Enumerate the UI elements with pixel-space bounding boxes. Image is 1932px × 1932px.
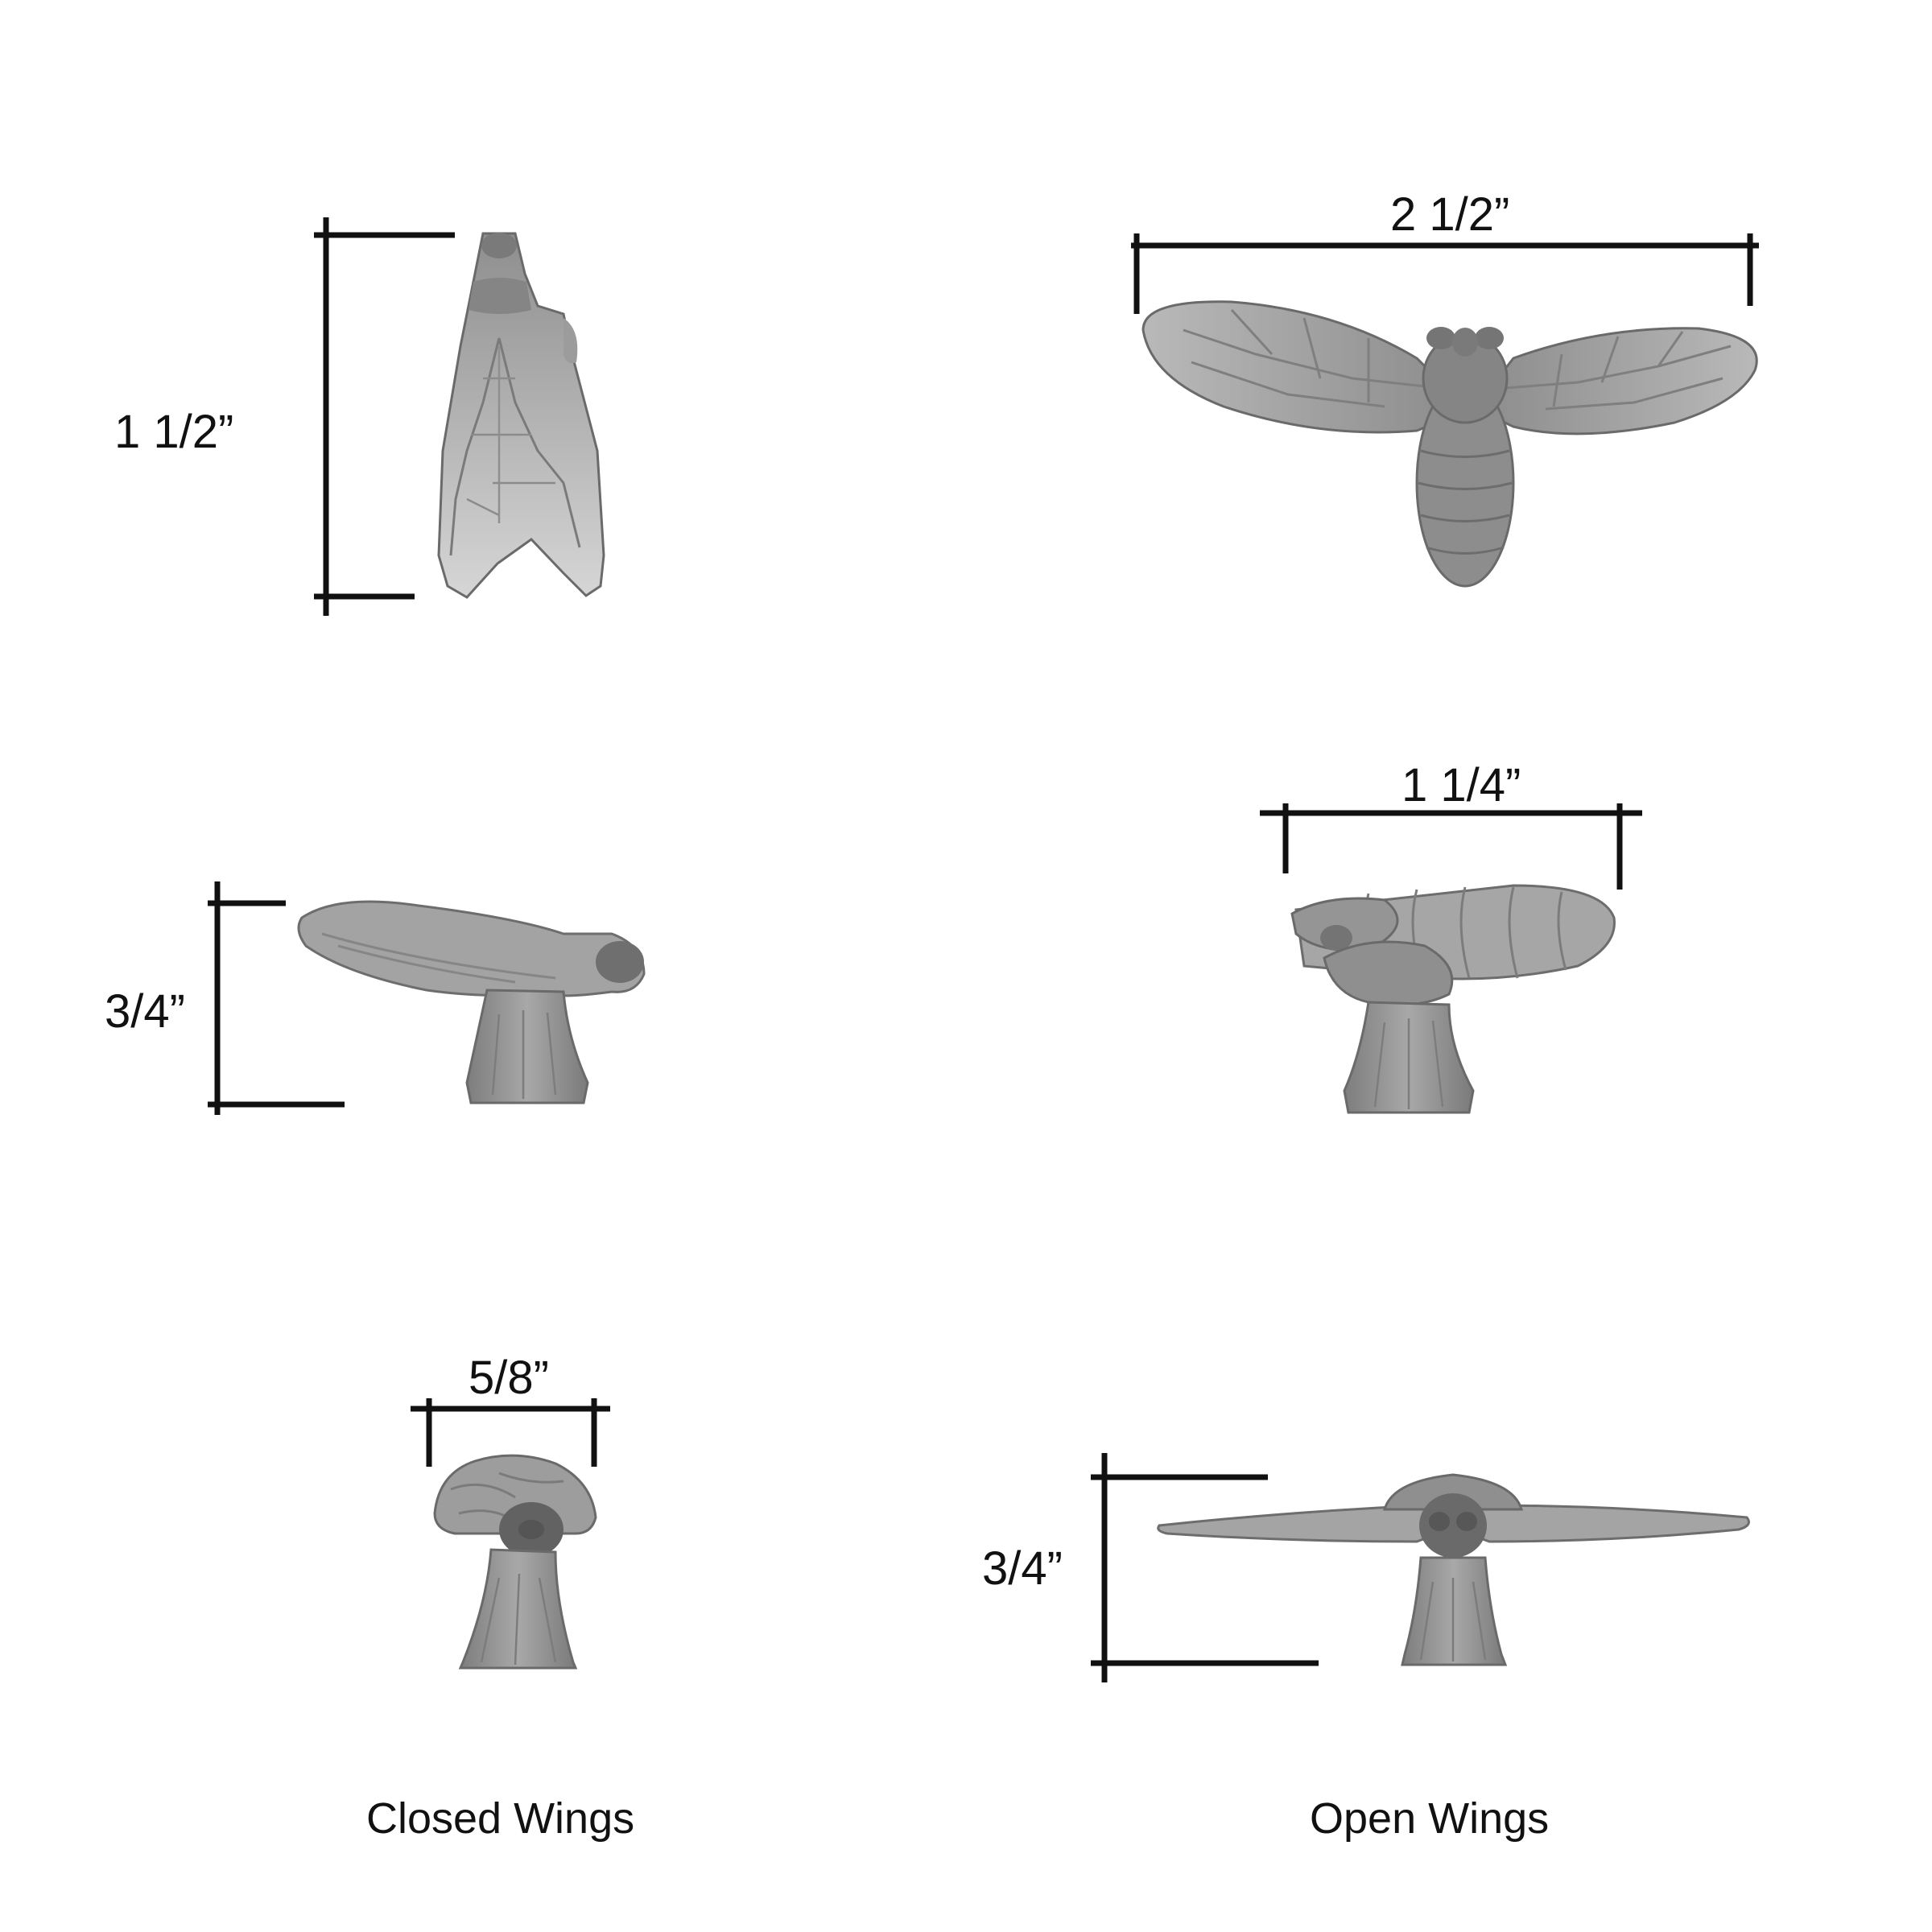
caption-closed-wings: Closed Wings: [366, 1794, 635, 1843]
dimension-label-open-top-width: 2 1/2”: [1390, 188, 1510, 241]
width-dimension-open-top: [1131, 233, 1759, 314]
dimension-label-open-side-width: 1 1/4”: [1402, 759, 1521, 811]
closed-wings-front-figure: [433, 1454, 597, 1670]
dimension-label-closed-top-height: 1 1/2”: [114, 406, 234, 458]
height-dimension-closed-top: [314, 217, 455, 616]
height-dimension-open-front: [1091, 1453, 1319, 1682]
open-wings-top-figure: [1141, 300, 1758, 588]
open-wings-side-figure: [1290, 884, 1616, 1114]
dimension-label-closed-side-height: 3/4”: [105, 985, 185, 1038]
height-dimension-closed-side: [208, 881, 345, 1115]
width-dimension-open-side: [1260, 803, 1642, 890]
closed-wings-top-figure: [437, 232, 605, 599]
width-dimension-closed-front: [411, 1398, 610, 1467]
open-wings-front-figure: [1157, 1473, 1750, 1666]
caption-open-wings: Open Wings: [1310, 1794, 1550, 1843]
closed-wings-side-figure: [297, 900, 646, 1104]
dimension-label-closed-front-width: 5/8”: [469, 1352, 549, 1404]
dimension-label-open-front-height: 3/4”: [982, 1542, 1063, 1595]
